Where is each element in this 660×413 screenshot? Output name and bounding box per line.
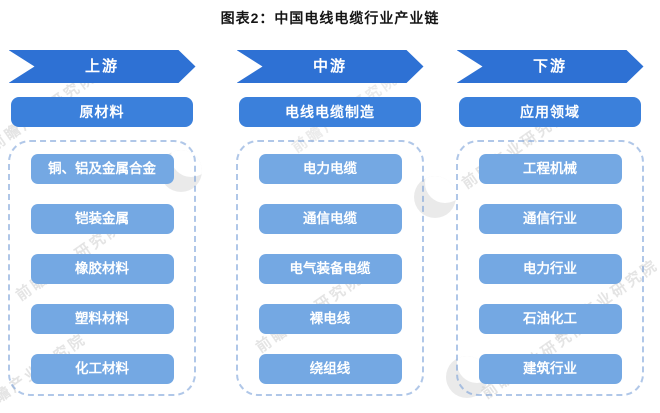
chain-item: 建筑行业 [478,354,622,384]
chain-item: 工程机械 [478,154,622,184]
category-box-applications: 应用领域 [459,97,641,127]
column-upstream: 上游 原材料 铜、铝及金属合金 铠装金属 橡胶材料 塑料材料 化工材料 [0,50,220,396]
upstream-items-container: 铜、铝及金属合金 铠装金属 橡胶材料 塑料材料 化工材料 [8,140,196,396]
stage-arrow-downstream: 下游 [457,50,644,83]
category-box-raw-materials: 原材料 [11,97,193,127]
chain-item: 通信电缆 [258,204,402,234]
downstream-items-container: 工程机械 通信行业 电力行业 石油化工 建筑行业 [456,140,644,396]
chain-item: 电力行业 [478,254,622,284]
chain-item: 电力电缆 [258,154,402,184]
category-box-manufacturing: 电线电缆制造 [239,97,421,127]
stage-arrow-upstream: 上游 [9,50,196,83]
chain-item: 绕组线 [258,354,402,384]
chain-columns: 上游 原材料 铜、铝及金属合金 铠装金属 橡胶材料 塑料材料 化工材料 中游 电… [0,50,660,396]
chain-item: 石油化工 [478,304,622,334]
column-midstream: 中游 电线电缆制造 电力电缆 通信电缆 电气装备电缆 裸电线 绕组线 [220,50,440,396]
chain-item: 电气装备电缆 [258,254,402,284]
chain-item: 塑料材料 [30,304,174,334]
page-title: 图表2：中国电线电缆行业产业链 [220,10,440,26]
column-downstream: 下游 应用领域 工程机械 通信行业 电力行业 石油化工 建筑行业 [440,50,660,396]
chain-item: 铠装金属 [30,204,174,234]
chain-item: 橡胶材料 [30,254,174,284]
chain-item: 裸电线 [258,304,402,334]
chain-item: 铜、铝及金属合金 [30,154,174,184]
chain-item: 化工材料 [30,354,174,384]
chain-item: 通信行业 [478,204,622,234]
midstream-items-container: 电力电缆 通信电缆 电气装备电缆 裸电线 绕组线 [236,140,424,396]
stage-arrow-midstream: 中游 [237,50,424,83]
